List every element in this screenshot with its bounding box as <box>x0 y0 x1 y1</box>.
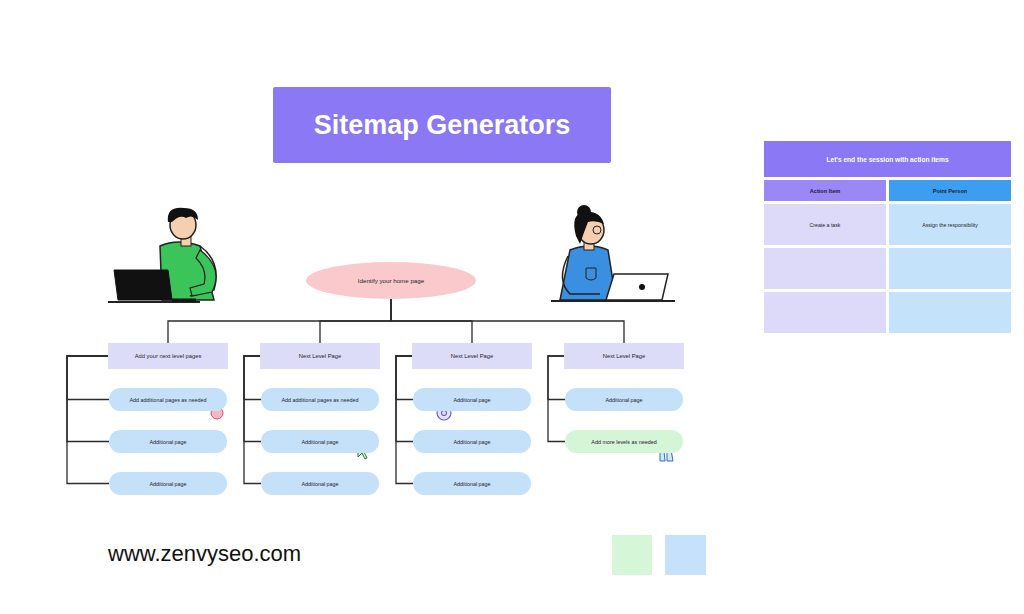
title-text: Sitemap Generators <box>314 110 571 141</box>
tree-connector <box>67 356 109 400</box>
website-url: www.zenvyseo.com <box>108 541 301 567</box>
table-cell <box>889 204 1011 245</box>
table-cell <box>764 204 886 245</box>
tree-connector <box>244 356 261 484</box>
page-pill: Add additional pages as needed <box>261 388 379 411</box>
title-banner: Sitemap Generators <box>273 87 611 163</box>
page-pill: Additional page <box>565 388 683 411</box>
table-col-header <box>764 180 886 201</box>
node-text: Next Level Page <box>451 353 494 359</box>
man-illustration <box>108 208 216 302</box>
tree-connector <box>168 299 391 343</box>
table-title-holder: Let's end the session with action items <box>764 141 1011 177</box>
node-text: Add additional pages as needed <box>281 397 358 403</box>
table-column-header: Point Person <box>933 188 968 194</box>
table-cell <box>764 248 886 289</box>
table-cell-text: Assign the responsibility <box>922 222 978 228</box>
table-cell <box>889 248 1011 289</box>
page-pill: Additional page <box>261 430 379 453</box>
table-title: Let's end the session with action items <box>826 156 948 163</box>
table-header-band <box>764 141 1011 177</box>
tree-connector <box>548 356 565 400</box>
table-cell-text-holder: Assign the responsibility <box>889 204 1011 245</box>
tree-connector <box>67 356 109 484</box>
level-page-box: Next Level Page <box>564 343 684 369</box>
tree-connector <box>391 299 624 343</box>
page-pill: Add additional pages as needed <box>109 388 227 411</box>
node-text: Add more levels as needed <box>591 439 656 445</box>
table-column-header-holder: Action Item <box>764 180 886 201</box>
level-page-box: Add your next level pages <box>108 343 228 369</box>
table-column-header: Action Item <box>810 188 840 194</box>
node-text: Add additional pages as needed <box>129 397 206 403</box>
node-text: Additional page <box>301 481 338 487</box>
table-cell-text-holder: Create a task <box>764 204 886 245</box>
table-cell <box>889 292 1011 333</box>
node-text: Add your next level pages <box>135 353 202 359</box>
action-table <box>764 141 1011 333</box>
node-text: Next Level Page <box>299 353 342 359</box>
node-text: Next Level Page <box>603 353 646 359</box>
node-text: Additional page <box>453 439 490 445</box>
tree-connector <box>548 356 565 442</box>
node-text: Additional page <box>453 397 490 403</box>
tree-connector <box>244 356 261 400</box>
page-pill: Additional page <box>261 472 379 495</box>
node-text: Identify your home page <box>358 277 424 284</box>
tree-connector <box>320 299 391 343</box>
level-page-box: Next Level Page <box>260 343 380 369</box>
node-text: Additional page <box>605 397 642 403</box>
table-col-header <box>889 180 1011 201</box>
table-cell-text: Create a task <box>810 222 841 228</box>
color-square <box>612 535 652 575</box>
tree-connector <box>396 356 413 442</box>
tree-connector <box>244 356 261 442</box>
page-pill: Additional page <box>413 472 531 495</box>
tree-connector <box>396 356 413 484</box>
home-page-oval: Identify your home page <box>306 262 476 299</box>
table-cell <box>764 292 886 333</box>
level-page-box: Next Level Page <box>412 343 532 369</box>
tree-connector <box>67 356 109 442</box>
page-pill: Additional page <box>413 430 531 453</box>
woman-illustration <box>551 205 675 301</box>
node-text: Additional page <box>301 439 338 445</box>
table-column-header-holder: Point Person <box>889 180 1011 201</box>
page-pill: Additional page <box>413 388 531 411</box>
page-pill: Additional page <box>109 430 227 453</box>
node-text: Additional page <box>149 481 186 487</box>
node-text: Additional page <box>149 439 186 445</box>
tree-connector <box>396 356 413 400</box>
node-text: Additional page <box>453 481 490 487</box>
website-url-holder: www.zenvyseo.com <box>108 539 348 569</box>
more-levels-pill: Add more levels as needed <box>565 430 683 453</box>
color-square <box>665 535 706 575</box>
oval-shape <box>306 262 476 299</box>
page-pill: Additional page <box>109 472 227 495</box>
